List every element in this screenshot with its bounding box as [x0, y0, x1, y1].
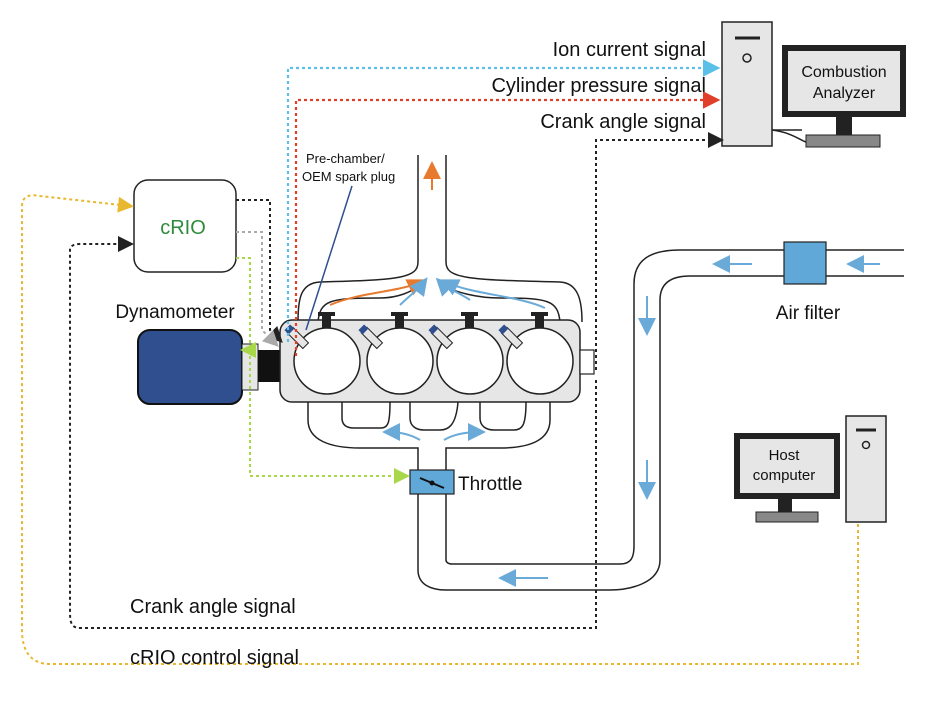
cylinder-pressure-signal-line	[294, 91, 721, 356]
crio-to-injector-line	[236, 199, 283, 343]
crank-angle-signal-label-top: Crank angle signal	[540, 111, 706, 133]
crio-label: cRIO	[160, 217, 206, 239]
intake-air-arrows	[498, 255, 880, 587]
crio-control-signal-line	[21, 194, 859, 665]
crank-angle-signal-line-bottom	[69, 236, 597, 629]
host-computer-monitor	[734, 433, 840, 523]
intake-flow-arrow-right	[443, 423, 486, 442]
intake-flow-arrow-left	[382, 423, 421, 442]
combustion-analyzer-label-2: Analyzer	[813, 85, 876, 102]
dynamometer-label: Dynamometer	[115, 302, 235, 323]
crio-box	[133, 179, 237, 273]
crank-angle-signal-line-top	[595, 132, 724, 370]
engine-pulley	[579, 349, 595, 375]
combustion-analyzer-label-1: Combustion	[801, 64, 886, 81]
ion-current-signal-line	[286, 59, 721, 342]
exhaust-gas-arrows	[329, 277, 546, 309]
crio-to-dynamometer-line	[236, 257, 256, 358]
crio-to-sparkplug-line	[236, 231, 279, 347]
cylinder-pressure-signal-label: Cylinder pressure signal	[491, 75, 706, 97]
crio-to-throttle-line	[249, 350, 410, 484]
host-computer-label-2: computer	[753, 467, 816, 484]
prechamber-pointer	[305, 185, 353, 331]
fuel-injectors	[318, 312, 548, 328]
combustion-analyzer-monitor	[771, 45, 906, 148]
crio-control-signal-label: cRIO control signal	[130, 647, 299, 669]
intake-manifold	[307, 401, 551, 470]
host-computer-label-1: Host	[769, 447, 801, 464]
intake-pipe	[417, 249, 904, 591]
prechamber-label-1: Pre-chamber/	[306, 151, 385, 166]
air-filter-label: Air filter	[776, 303, 841, 324]
combustion-analyzer-tower	[721, 21, 773, 147]
throttle-label: Throttle	[458, 474, 522, 495]
ion-current-signal-label: Ion current signal	[553, 39, 706, 61]
spark-plugs	[284, 324, 524, 350]
crank-angle-signal-label-bottom: Crank angle signal	[130, 596, 296, 618]
host-computer-tower	[845, 415, 887, 523]
prechamber-label-2: OEM spark plug	[302, 169, 395, 184]
air-filter-box	[783, 241, 827, 285]
